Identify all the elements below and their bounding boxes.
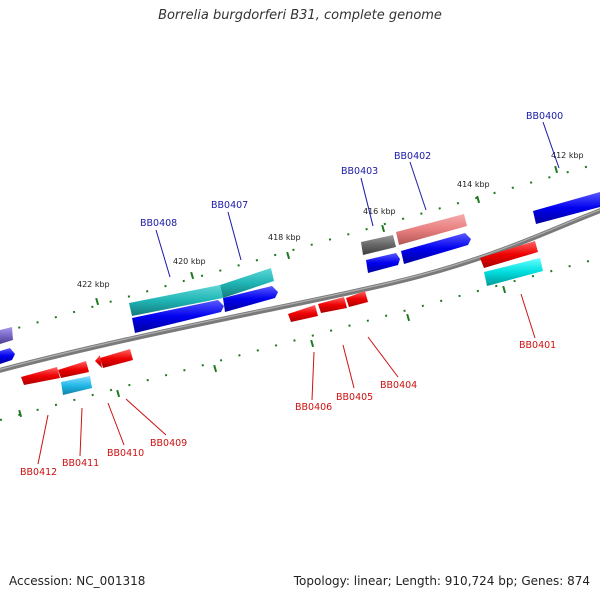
gene-BB0407-arrow[interactable] <box>220 268 274 298</box>
gene-label-BB0412[interactable]: BB0412 <box>20 467 57 478</box>
gene-BB0409-arrow[interactable] <box>100 349 133 368</box>
kbp-label-414: 414 kbp <box>457 180 490 189</box>
gene-BB0400-arrow[interactable] <box>533 192 600 224</box>
gene-BB0408-arrow[interactable] <box>129 285 223 316</box>
gene-label-BB0405[interactable]: BB0405 <box>336 392 373 403</box>
gene-BB0405-arrow[interactable] <box>318 297 347 313</box>
gene-forward-blue-416[interactable] <box>401 233 471 264</box>
gene-forward-blue-417[interactable] <box>366 253 400 273</box>
callout-lines <box>37 121 560 465</box>
gene-label-BB0411[interactable]: BB0411 <box>62 458 99 469</box>
kbp-label-422: 422 kbp <box>77 280 110 289</box>
gene-forward-blue-419[interactable] <box>223 286 278 312</box>
gene-label-BB0406[interactable]: BB0406 <box>295 402 332 413</box>
gene-label-BB0409[interactable]: BB0409 <box>150 438 187 449</box>
gene-BB0411-sky-arrow[interactable] <box>61 376 92 395</box>
gene-label-BB0401[interactable]: BB0401 <box>519 340 556 351</box>
gene-BB0403-arrow[interactable] <box>361 235 396 255</box>
gene-forward-blue-421[interactable] <box>132 300 224 333</box>
gene-label-BB0403[interactable]: BB0403 <box>341 166 378 177</box>
gene-BB0401-cyan-arrow[interactable] <box>484 258 543 286</box>
gene-label-BB0400[interactable]: BB0400 <box>526 111 563 122</box>
genome-backbone <box>0 208 600 373</box>
gene-label-BB0407[interactable]: BB0407 <box>211 200 248 211</box>
gene-label-BB0402[interactable]: BB0402 <box>394 151 431 162</box>
gene-label-BB0408[interactable]: BB0408 <box>140 218 177 229</box>
gene-BB0401-arrow[interactable] <box>480 241 538 268</box>
kbp-label-412: 412 kbp <box>551 151 584 160</box>
gene-label-BB0404[interactable]: BB0404 <box>380 380 417 391</box>
map-title: Borrelia burgdorferi B31, complete genom… <box>158 8 442 23</box>
gene-forward-purple-edge[interactable] <box>0 327 13 344</box>
gene-forward-blue-edge[interactable] <box>0 348 15 364</box>
gene-BB0402-arrow[interactable] <box>396 214 467 245</box>
kbp-label-418: 418 kbp <box>268 233 301 242</box>
gene-BB0406-arrow[interactable] <box>288 305 318 322</box>
kbp-label-420: 420 kbp <box>173 257 206 266</box>
forward-scale-ticks <box>0 162 600 334</box>
accession-text: Accession: NC_001318 <box>9 574 146 588</box>
gene-BB0404-arrow[interactable] <box>346 291 368 307</box>
gene-BB0412-arrow[interactable] <box>21 367 60 385</box>
reverse-scale-ticks <box>0 257 600 421</box>
gene-BB0411-arrow[interactable] <box>58 361 89 378</box>
gene-BB0410-arrow[interactable] <box>95 355 102 368</box>
kbp-label-416: 416 kbp <box>363 207 396 216</box>
genome-summary-text: Topology: linear; Length: 910,724 bp; Ge… <box>293 574 590 588</box>
gene-label-BB0410[interactable]: BB0410 <box>107 448 144 459</box>
